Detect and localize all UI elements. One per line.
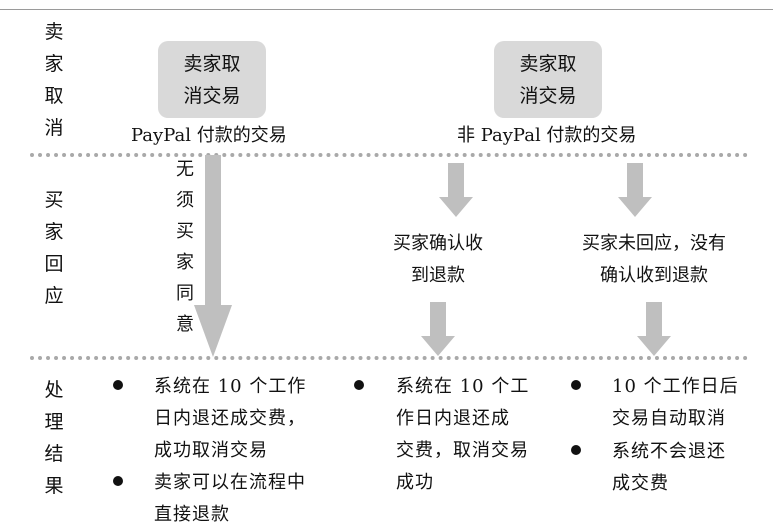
arrow-no-reply-to-result bbox=[637, 302, 671, 356]
seller-cancel-box-paypal: 卖家取 消交易 bbox=[158, 41, 266, 118]
caption-paypal: PayPal 付款的交易 bbox=[131, 125, 287, 146]
bullet-icon bbox=[571, 380, 581, 390]
bullet-icon bbox=[113, 380, 123, 390]
result-col3-item2: 系统不会退还 成交费 bbox=[612, 441, 726, 494]
result-col3-item1: 10 个工作日后 交易自动取消 bbox=[612, 376, 739, 429]
result-col1-item1: 系统在 10 个工作 日内退还成交费， 成功取消交易 bbox=[154, 376, 307, 461]
top-border bbox=[0, 9, 773, 10]
buyer-no-reply: 买家未回应，没有 确认收到退款 bbox=[582, 233, 726, 286]
caption-non-paypal: 非 PayPal 付款的交易 bbox=[457, 125, 637, 146]
result-col2-item1: 系统在 10 个工 作日内退还成 交费，取消交易 成功 bbox=[396, 376, 530, 493]
row-label-buyer-response: 买 家 回 应 bbox=[44, 189, 64, 307]
arrow-to-confirm bbox=[439, 163, 473, 217]
row-label-result: 处 理 结 果 bbox=[44, 379, 64, 497]
divider-bottom bbox=[30, 356, 748, 360]
arrow-to-no-reply bbox=[618, 163, 652, 217]
bullet-icon bbox=[354, 380, 364, 390]
bullet-icon bbox=[571, 445, 581, 455]
bullet-icon bbox=[113, 476, 123, 486]
row-label-seller-cancel: 卖 家 取 消 bbox=[44, 21, 64, 139]
result-col1-item2: 卖家可以在流程中 直接退款 bbox=[154, 472, 306, 525]
long-down-arrow bbox=[194, 155, 232, 357]
buyer-confirms-refund: 买家确认收 到退款 bbox=[393, 233, 483, 286]
no-buyer-consent-text: 无 须 买 家 同 意 bbox=[176, 159, 194, 335]
arrow-confirm-to-result bbox=[421, 302, 455, 356]
divider-top bbox=[30, 153, 748, 157]
seller-cancel-box-non-paypal: 卖家取 消交易 bbox=[494, 41, 602, 118]
